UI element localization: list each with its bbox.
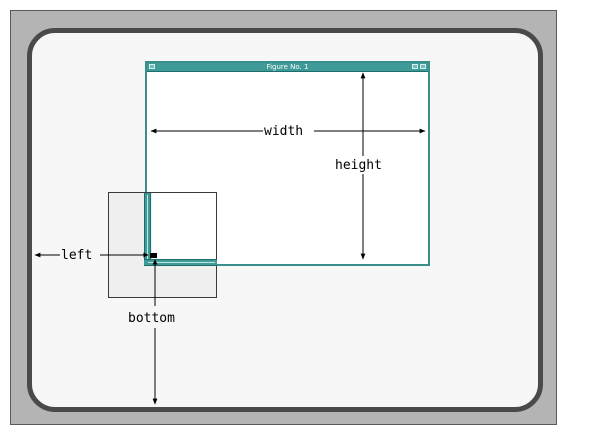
figure-window-title: Figure No. 1 bbox=[266, 63, 309, 71]
zoom-window-left-border bbox=[144, 193, 151, 266]
bottom-label: bottom bbox=[128, 311, 175, 326]
width-label: width bbox=[264, 124, 304, 139]
height-label: height bbox=[335, 158, 382, 173]
left-label: left bbox=[61, 248, 93, 263]
zoom-window-interior bbox=[152, 193, 216, 260]
zoom-window-bottom-border bbox=[144, 259, 217, 266]
origin-corner-marker bbox=[150, 253, 157, 258]
figure-titlebar[interactable]: Figure No. 1 bbox=[147, 63, 428, 72]
maximize-icon[interactable] bbox=[420, 64, 426, 69]
minimize-icon[interactable] bbox=[412, 64, 418, 69]
window-menu-icon[interactable] bbox=[149, 64, 155, 69]
figure-window: Figure No. 1 bbox=[145, 61, 430, 266]
